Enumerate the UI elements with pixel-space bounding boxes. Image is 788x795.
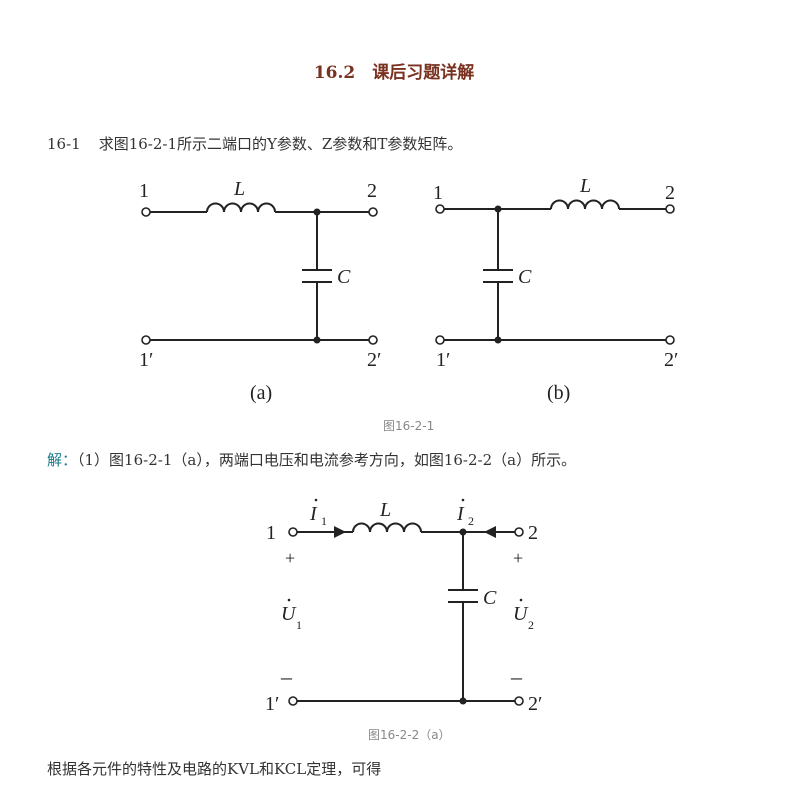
terminal-1b xyxy=(435,204,445,214)
label-2b: 2 xyxy=(665,182,675,204)
current2-symbol: I xyxy=(456,503,465,525)
capacitor-label-a: C xyxy=(337,266,351,288)
label-2p: 2′ xyxy=(528,693,542,715)
inductor-label: L xyxy=(379,499,391,521)
label-2: 2 xyxy=(528,522,538,544)
sublabel-a: (a) xyxy=(250,382,272,404)
voltage2-symbol: U xyxy=(513,603,529,625)
label-2pb: 2′ xyxy=(664,349,678,371)
terminal-1pb xyxy=(435,335,445,345)
sublabel-b: (b) xyxy=(547,382,570,404)
label-2a: 2 xyxy=(367,180,377,202)
solution-line: 解：（1）图16-2-1（a），两端口电压和电流参考方向，如图16-2-2（a）… xyxy=(47,449,576,470)
label-1pb: 1′ xyxy=(436,349,450,371)
terminal-2a xyxy=(368,207,378,217)
problem-statement: 16-1 求图16-2-1所示二端口的Y参数、Z参数和T参数矩阵。 xyxy=(47,133,462,154)
label-1b: 1 xyxy=(433,182,443,204)
terminal-1pa xyxy=(141,335,151,345)
section-title: 16.2 课后习题详解 xyxy=(313,63,475,83)
label-1p: 1′ xyxy=(265,693,279,715)
voltage1-subscript: 1 xyxy=(296,618,302,632)
terminal-1p xyxy=(288,696,298,706)
label-1a: 1 xyxy=(139,180,149,202)
current2-subscript: 2 xyxy=(468,514,474,528)
terminal-2 xyxy=(514,527,524,537)
current1-subscript: 1 xyxy=(321,514,327,528)
capacitor-label: C xyxy=(483,587,497,609)
inductor-label-b: L xyxy=(579,175,591,197)
terminal-2p xyxy=(514,696,524,706)
terminal-2pa xyxy=(368,335,378,345)
current1-symbol: I xyxy=(309,503,318,525)
current1-arrow xyxy=(334,526,346,538)
plus-2: + xyxy=(513,548,523,568)
solution-label: 解： xyxy=(47,451,78,469)
terminal-2b xyxy=(665,204,675,214)
minus-1: – xyxy=(280,664,293,689)
conclusion-text: 根据各元件的特性及电路的KVL和KCL定理，可得 xyxy=(47,760,382,778)
minus-2: – xyxy=(510,664,523,689)
terminal-2pb xyxy=(665,335,675,345)
capacitor-label-b: C xyxy=(518,266,532,288)
figure-16-2-2a: 1 2 1′ 2′ L C I 1 I 2 + + U 1 U 2 – – xyxy=(265,498,542,715)
plus-1: + xyxy=(285,548,295,568)
problem-number: 16-1 xyxy=(47,135,81,153)
solution-text: （1）图16-2-1（a），两端口电压和电流参考方向，如图16-2-2（a）所示… xyxy=(77,451,577,469)
figure2-caption: 图16-2-2（a） xyxy=(368,728,451,742)
terminal-1 xyxy=(288,527,298,537)
label-1pa: 1′ xyxy=(139,349,153,371)
figure-16-2-1: 1 2 1′ 2′ L C (a) 1 2 1′ 2′ L C (b) xyxy=(139,175,678,404)
voltage2-subscript: 2 xyxy=(528,618,534,632)
current2-arrow xyxy=(484,526,496,538)
problem-text: 求图16-2-1所示二端口的Y参数、Z参数和T参数矩阵。 xyxy=(98,135,463,153)
figure1-caption: 图16-2-1 xyxy=(383,419,435,433)
terminal-1a xyxy=(141,207,151,217)
label-1: 1 xyxy=(266,522,276,544)
label-2pa: 2′ xyxy=(367,349,381,371)
inductor-label-a: L xyxy=(233,178,245,200)
voltage1-symbol: U xyxy=(281,603,297,625)
